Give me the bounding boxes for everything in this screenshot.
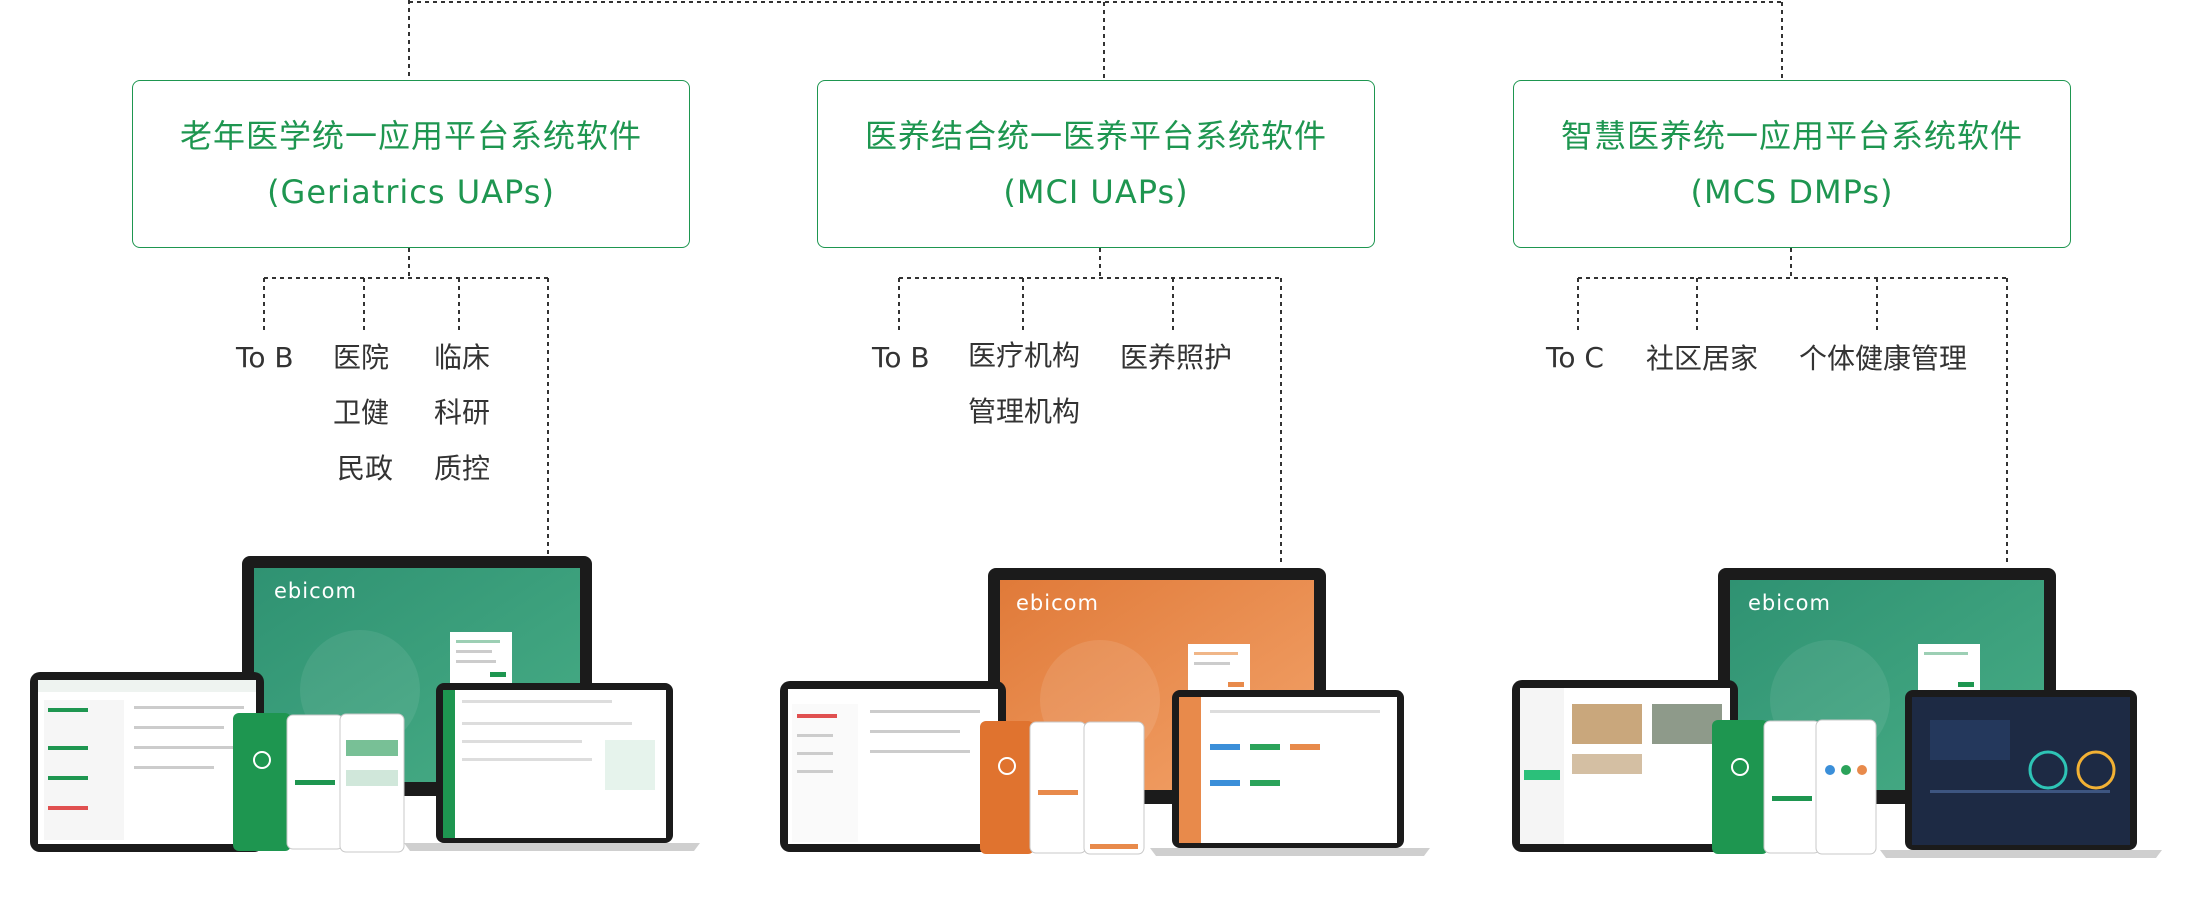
platform-title: 智慧医养统一应用平台系统软件 xyxy=(1560,117,2023,155)
connector-lines xyxy=(263,0,2008,565)
device-group-mci xyxy=(780,568,1430,856)
device-group-geriatrics xyxy=(30,556,700,853)
tag-clinical: 临床 xyxy=(434,341,491,374)
tag-civil-affairs: 民政 xyxy=(337,452,394,485)
tag-management-institution: 管理机构 xyxy=(968,395,1081,428)
device-group-mcs xyxy=(1512,568,2162,858)
brand-logo: ebicom xyxy=(274,579,357,603)
phones xyxy=(980,721,1145,855)
tag-to-b: To B xyxy=(236,341,294,374)
tag-community-home: 社区居家 xyxy=(1646,342,1759,375)
platform-title: 老年医学统一应用平台系统软件 xyxy=(179,117,642,155)
tag-quality-control: 质控 xyxy=(434,452,491,485)
tag-hospital: 医院 xyxy=(333,341,390,374)
platform-title: 医养结合统一医养平台系统软件 xyxy=(864,117,1327,155)
tablet xyxy=(1512,680,1738,852)
brand-logo: ebicom xyxy=(1748,591,1831,615)
tablet xyxy=(780,681,1006,852)
platform-subtitle: (Geriatrics UAPs) xyxy=(267,173,555,211)
platform-box-mci: 医养结合统一医养平台系统软件 (MCI UAPs) xyxy=(817,80,1375,248)
laptop xyxy=(404,683,700,851)
laptop xyxy=(1150,690,1430,856)
platform-box-mcs: 智慧医养统一应用平台系统软件 (MCS DMPs) xyxy=(1513,80,2071,248)
tag-care: 医养照护 xyxy=(1120,341,1233,374)
platform-box-geriatrics: 老年医学统一应用平台系统软件 (Geriatrics UAPs) xyxy=(132,80,690,248)
phones xyxy=(233,713,405,853)
tag-to-b: To B xyxy=(872,341,930,374)
tag-to-c: To C xyxy=(1546,341,1604,374)
brand-logo: ebicom xyxy=(1016,591,1099,615)
tag-research: 科研 xyxy=(434,396,491,429)
tag-health-commission: 卫健 xyxy=(333,396,390,429)
laptop xyxy=(1880,690,2162,858)
tag-personal-health: 个体健康管理 xyxy=(1799,342,1968,375)
platform-subtitle: (MCS DMPs) xyxy=(1690,173,1894,211)
phones xyxy=(1712,719,1877,855)
tag-medical-institution: 医疗机构 xyxy=(968,339,1081,372)
tablet xyxy=(30,672,264,852)
platform-subtitle: (MCI UAPs) xyxy=(1003,173,1189,211)
